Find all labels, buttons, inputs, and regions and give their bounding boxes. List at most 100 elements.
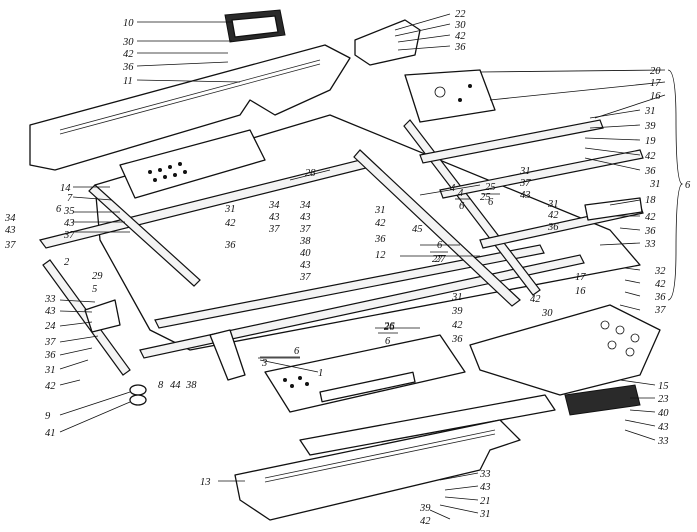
label-31c2: 31 — [519, 166, 531, 177]
label-45: 45 — [412, 224, 423, 235]
fraction-6-27-num: 6 — [437, 240, 443, 251]
label-37c2: 37 — [299, 272, 311, 283]
label-21: 21 — [480, 496, 491, 507]
label-5: 5 — [92, 284, 97, 295]
label-42c6: 42 — [548, 210, 559, 221]
label-33c: 33 — [479, 469, 491, 480]
label-29: 29 — [92, 271, 103, 282]
label-34: 34 — [4, 213, 16, 224]
label-40r: 40 — [658, 408, 669, 419]
part-15-holes — [600, 320, 640, 357]
fraction-4-6: 4 6 — [455, 188, 470, 212]
label-36c6: 36 — [547, 222, 559, 233]
main-frame — [94, 114, 641, 351]
perforation-holes — [148, 162, 187, 182]
label-30r: 30 — [454, 20, 466, 31]
label-37r: 37 — [654, 305, 666, 316]
part-1-slot — [319, 371, 416, 403]
label-43c4: 43 — [269, 212, 280, 223]
fraction-26-6-den: 6 — [385, 336, 391, 347]
label-20: 20 — [650, 66, 661, 77]
label-40c: 40 — [300, 248, 311, 259]
part-22-bracket — [354, 19, 421, 66]
label-13: 13 — [200, 477, 211, 488]
label-24: 24 — [45, 321, 56, 332]
label-31r2: 31 — [649, 179, 661, 190]
label-18: 18 — [645, 195, 656, 206]
rail-left-vertical — [42, 259, 131, 376]
label-23: 23 — [658, 394, 669, 405]
label-38c: 38 — [299, 236, 311, 247]
label-31: 31 — [44, 365, 56, 376]
label-36c: 36 — [44, 350, 56, 361]
fraction-3-6: 3 6 — [258, 346, 300, 369]
labels-center: 28 31 42 36 34 43 37 38 40 43 37 4 25 31… — [200, 166, 586, 527]
label-36: 36 — [122, 62, 134, 73]
label-42c4: 42 — [452, 320, 463, 331]
part-13-hood — [234, 419, 521, 521]
label-43b: 43 — [5, 225, 16, 236]
label-27: 27 — [435, 254, 446, 265]
label-11: 11 — [123, 76, 133, 87]
label-17c: 17 — [575, 272, 586, 283]
label-43r: 43 — [658, 422, 669, 433]
part-10-face — [231, 15, 279, 38]
label-26: 26 — [384, 322, 395, 333]
label-19: 19 — [645, 136, 656, 147]
labels-right: 22 30 42 36 20 17 16 31 39 19 42 36 31 1… — [454, 9, 669, 447]
label-43: 43 — [64, 218, 75, 229]
fraction-26-6-num: 26 — [384, 321, 395, 332]
label-37b: 37 — [4, 240, 16, 251]
fraction-25-6: 25 6 — [482, 182, 500, 208]
label-39r: 39 — [644, 121, 656, 132]
label-43c3: 43 — [520, 190, 531, 201]
label-42c3: 42 — [375, 218, 386, 229]
label-44: 44 — [170, 380, 181, 391]
label-42r4: 42 — [655, 279, 666, 290]
label-31c: 31 — [224, 204, 236, 215]
label-25: 25 — [480, 192, 491, 203]
label-31c4: 31 — [451, 292, 463, 303]
label-31r: 31 — [644, 106, 656, 117]
label-6: 6 — [56, 204, 62, 215]
label-31c5: 31 — [547, 199, 559, 210]
rail-upper-right — [419, 119, 604, 164]
part-20-plate — [404, 69, 496, 123]
label-36c4: 36 — [451, 334, 463, 345]
label-15: 15 — [658, 381, 669, 392]
label-42r2: 42 — [645, 151, 656, 162]
label-37c1: 37 — [299, 224, 311, 235]
label-1: 1 — [318, 368, 323, 379]
label-4: 4 — [450, 183, 456, 194]
label-16c: 16 — [575, 286, 586, 297]
label-14: 14 — [60, 183, 71, 194]
label-37c4: 37 — [268, 224, 280, 235]
part-11-teeth — [59, 59, 321, 135]
label-36r3: 36 — [644, 226, 656, 237]
label-30c: 30 — [541, 308, 553, 319]
rail-left-2 — [88, 184, 201, 287]
part-1-plate — [264, 334, 466, 413]
label-32: 32 — [654, 266, 666, 277]
label-8: 8 — [158, 380, 164, 391]
part-1-holes — [283, 376, 309, 388]
label-28: 28 — [305, 168, 316, 179]
label-37c3: 37 — [519, 178, 531, 189]
part-24-bracket — [84, 299, 121, 333]
labels-left: 10 30 42 36 11 14 7 6 35 43 37 34 43 37 … — [4, 18, 197, 439]
label-16: 16 — [650, 91, 661, 102]
label-10: 10 — [123, 18, 134, 29]
fraction-26-6: 26 6 — [378, 321, 398, 347]
label-43c2: 43 — [300, 260, 311, 271]
label-39c2: 39 — [419, 503, 431, 514]
leaders-right — [394, 13, 666, 441]
part-41-washer — [129, 394, 147, 406]
rail-diag-right-2 — [403, 119, 541, 296]
fraction-4-6-den: 6 — [459, 201, 465, 212]
fraction-6-27: 6 27 — [430, 240, 448, 265]
brace-label: 6 — [685, 180, 691, 191]
label-33r2: 33 — [657, 436, 669, 447]
label-34c2: 34 — [268, 200, 280, 211]
label-42r3: 42 — [645, 212, 656, 223]
label-38: 38 — [185, 380, 197, 391]
